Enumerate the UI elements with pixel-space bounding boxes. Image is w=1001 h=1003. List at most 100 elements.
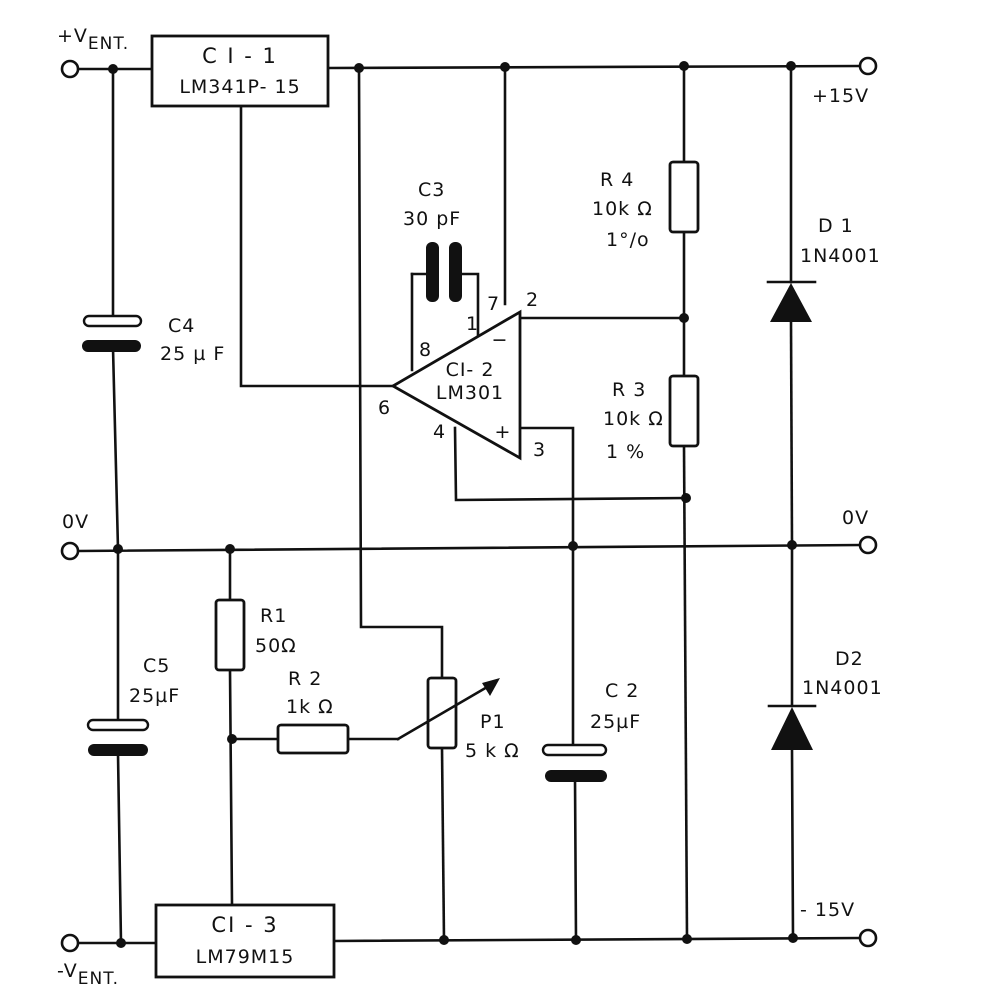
node-zero-d [787,540,797,550]
wire-out-to-p1 [357,66,444,680]
pin-4-label: 4 [433,421,446,443]
wire-p1-bottom [440,746,446,942]
wires [76,64,862,945]
ci2-name: CI- 2 [446,359,495,381]
d2-name: D2 [835,648,864,670]
diode-d1: D 1 1N4001 [766,215,880,322]
ci2-opamp: CI- 2 LM301 − + 1 2 3 4 6 7 8 [378,289,546,461]
capacitor-c2: C 2 25µF [541,680,641,782]
junction-nodes [108,61,798,948]
r1-value: 50Ω [255,635,297,657]
r2-value: 1k Ω [286,696,334,718]
capacitor-c5: C5 25µF [86,655,180,756]
p1-value: 5 k Ω [465,740,520,762]
c3-value: 30 pF [403,208,461,230]
c3-plate-right [449,242,462,302]
node-bot-d2 [788,933,798,943]
ci2-minus-sign: − [492,329,509,351]
wire-d2-bottom [790,748,795,940]
out-pos-label: +15V [812,85,869,107]
c4-plate-bottom [82,340,141,352]
r1-name: R1 [260,605,287,627]
pin-7-label: 7 [487,293,500,315]
node-pin4 [681,493,691,503]
ci1-body [150,34,330,108]
ci1-name: C I - 1 [202,44,278,68]
r2-body [276,723,350,755]
wire-c5-bottom [116,752,123,945]
pin-3-label: 3 [533,439,546,461]
r4-body [668,160,700,234]
d2-part: 1N4001 [802,677,883,699]
ci2-plus-sign: + [495,421,512,443]
node-top-out [354,63,364,73]
c2-value: 25µF [590,711,641,733]
wire-d1-bottom [789,320,794,547]
p1-arrowhead [482,678,500,696]
r2-name: R 2 [288,668,322,690]
wire-pin4 [453,426,688,502]
node-bot-r3 [682,934,692,944]
c2-name: C 2 [605,680,639,702]
c3-name: C3 [418,179,445,201]
vin-neg-sub: ENT. [78,969,119,989]
c4-name: C4 [168,315,195,337]
wire-r3-bottom [682,444,689,940]
node-top-c4 [108,64,118,74]
terminal-vin-pos [60,59,80,79]
d2-triangle [771,707,813,750]
potentiometer-p1: P1 5 k Ω [396,676,520,762]
resistor-r4: R 4 10k Ω 1°/o [592,160,700,251]
node-bot-p1 [439,935,449,945]
ci2-triangle [390,309,522,461]
pin-1-label: 1 [466,313,479,335]
node-zero-c2 [568,541,578,551]
wire-r1-bottom [228,668,234,907]
wire-bottom-right [332,936,862,943]
wire-c3-right [460,272,480,338]
node-top-d1 [786,61,796,71]
c5-plate-top [86,718,150,732]
pin-8-label: 8 [419,339,432,361]
wire-c2-bottom [573,776,578,942]
d1-name: D 1 [818,215,854,237]
r3-value: 10k Ω [603,408,664,430]
node-zero-c [113,544,123,554]
r1-body [214,598,246,672]
resistor-r3: R 3 10k Ω 1 % [603,374,700,463]
d1-triangle [770,283,812,322]
c5-value: 25µF [129,685,180,707]
zero-right-label: 0V [842,507,869,529]
ci3-regulator: CI - 3 LM79M15 [154,903,336,979]
vin-pos-sub: ENT. [88,34,129,54]
node-r1-r2 [227,734,237,744]
pin-2-label: 2 [526,289,539,311]
node-bot-c5 [116,938,126,948]
ci3-body [154,903,336,979]
wire-top-right [326,64,862,70]
node-zero-r1 [225,544,235,554]
terminal-zero-right [858,535,878,555]
terminal-zero-left [60,541,80,561]
c3-plate-left [426,242,439,302]
ci1-regulator: C I - 1 LM341P- 15 [150,34,330,108]
capacitor-c3: C3 30 pF [403,179,462,302]
p1-name: P1 [480,711,506,733]
c4-plate-top [82,314,143,328]
c5-plate-bottom [88,744,148,756]
r4-name: R 4 [600,169,634,191]
wire-zero-rail [76,543,862,553]
pin-6-label: 6 [378,397,391,419]
terminal-out-neg [858,928,878,948]
r3-tolerance: 1 % [606,441,645,463]
ci2-part: LM301 [436,382,504,404]
wire-c4-bottom [111,346,120,551]
r4-value: 10k Ω [592,198,653,220]
wire-ci1-ref [239,104,395,388]
c4-value: 25 µ F [160,343,225,365]
r3-body [668,374,700,448]
terminals: +VENT. -VENT. 0V 0V +15V - 15V [57,25,878,989]
ci3-name: CI - 3 [211,913,278,937]
resistor-r2: R 2 1k Ω [276,668,350,755]
